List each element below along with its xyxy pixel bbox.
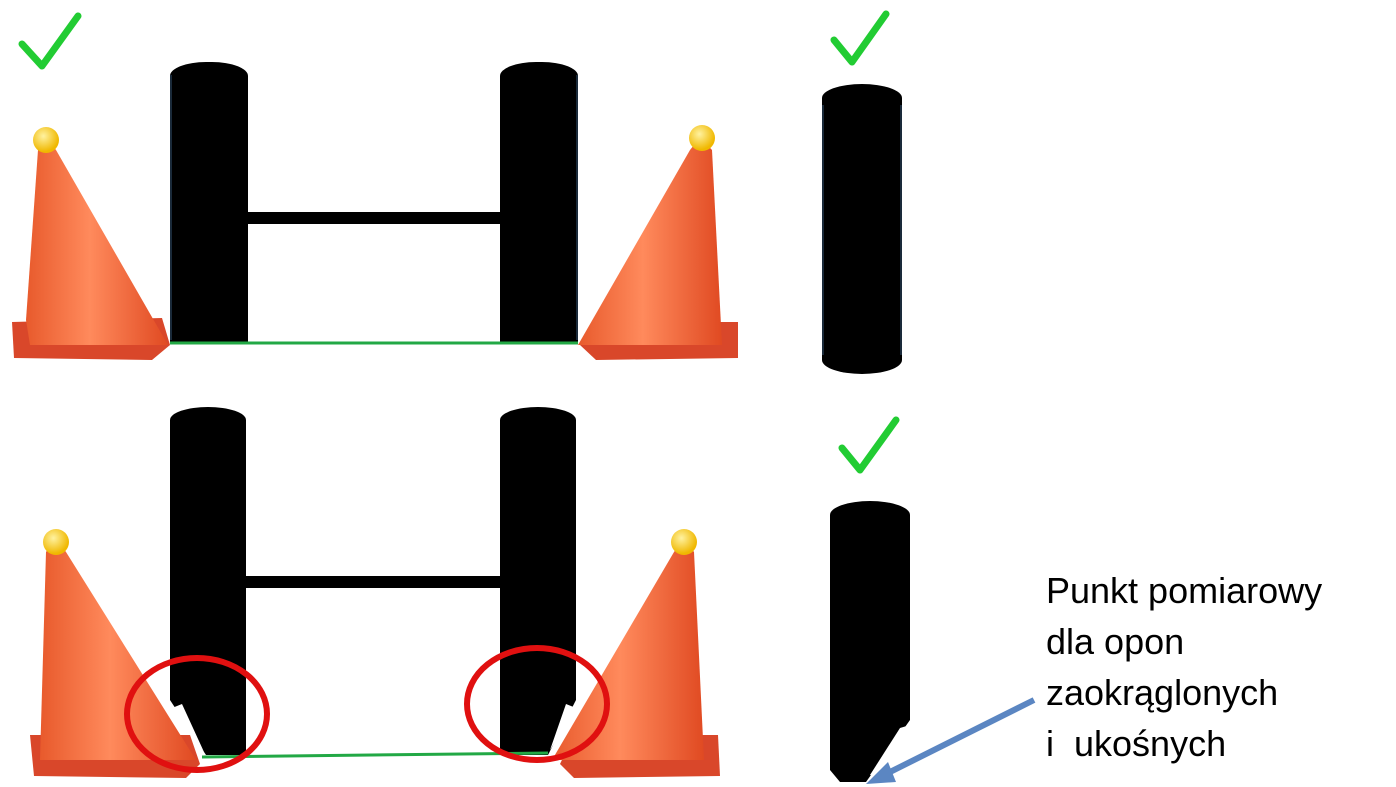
axle-bottom (246, 576, 500, 588)
check-icon (838, 416, 900, 474)
caption-line-3: zaokrąglonych (1046, 672, 1279, 713)
tire-side-view-top (822, 84, 902, 374)
caption-line-4: i ukośnych (1046, 723, 1227, 764)
bottom-row (30, 407, 1036, 784)
check-icon (18, 12, 82, 70)
traffic-cone-left-bottom (30, 529, 200, 778)
check-icon (830, 10, 890, 66)
arrow-icon (866, 697, 1036, 784)
tire-right-top (500, 62, 578, 342)
caption-line-1: Punkt pomiarowy (1046, 570, 1323, 611)
tire-left-top (170, 62, 248, 342)
axle-top (248, 212, 500, 224)
highlight-circle-left (124, 655, 270, 773)
tire-right-bottom (500, 407, 576, 755)
traffic-cone-right-top (578, 125, 738, 360)
measure-line-bottom (201, 751, 549, 759)
traffic-cone-left-top (12, 127, 170, 360)
top-row (12, 10, 902, 374)
measurement-point-caption: Punkt pomiarowy dla opon zaokrąglonych i… (1046, 565, 1396, 769)
tire-side-view-bottom (830, 501, 910, 782)
traffic-cone-right-bottom (552, 529, 720, 778)
caption-line-2: dla opon (1046, 621, 1185, 662)
tire-left-bottom (170, 407, 246, 755)
highlight-circle-right (464, 645, 610, 763)
